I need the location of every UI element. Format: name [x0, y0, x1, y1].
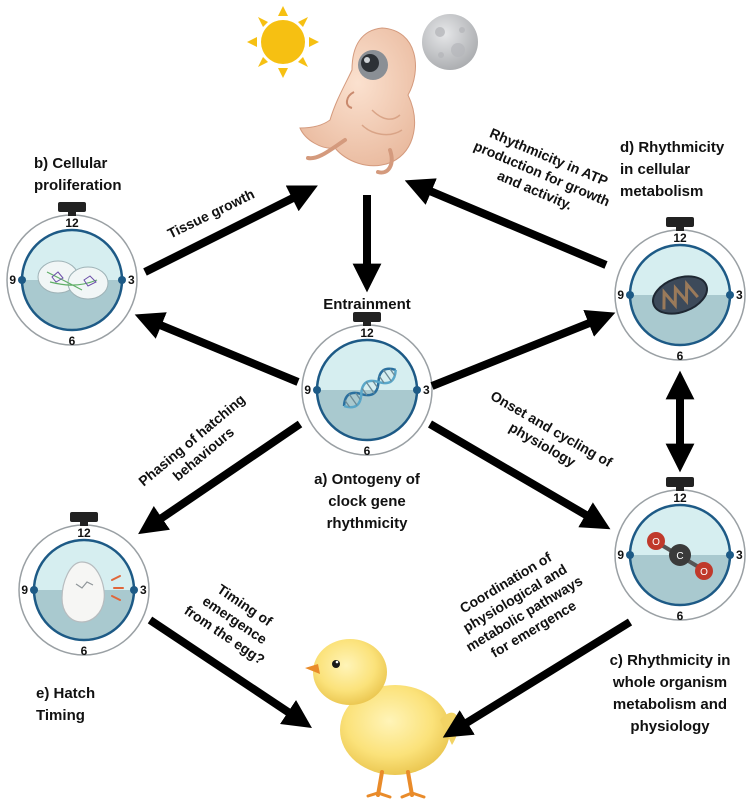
arrow-onset: [427, 420, 611, 530]
label-line: a) Ontogeny of: [314, 471, 421, 488]
clock-numeral-6: 6: [677, 349, 684, 363]
clock-numeral-3: 3: [736, 548, 743, 562]
label-onset: Onset and cycling of physiology: [488, 387, 616, 470]
clock-numeral-6: 6: [81, 644, 88, 658]
label-phasing: Phasing of hatching behaviours: [135, 391, 248, 489]
label-line: b) Cellular: [34, 155, 108, 172]
label-line: d) Rhythmicity: [620, 139, 725, 156]
clock-numeral-9: 9: [304, 383, 311, 397]
label-line: c) Rhythmicity in: [610, 652, 731, 669]
clock-numeral-12: 12: [77, 526, 91, 540]
clock-clock-gene-rhythmicity: 12 3 6 9: [301, 312, 433, 458]
arrow-coordination: [442, 618, 633, 738]
label-hatch-timing: e) Hatch Timing: [36, 685, 95, 724]
arrow-clock-to-metabolism: [430, 309, 616, 390]
label-cellular-metabolism: d) Rhythmicity in cellular metabolism: [620, 139, 725, 200]
svg-text:O: O: [700, 567, 708, 578]
label-line: whole organism: [612, 674, 727, 691]
clock-numeral-3: 3: [423, 383, 430, 397]
label-atp: Rhythmicity in ATP production for growth…: [472, 125, 613, 213]
clock-numeral-12: 12: [360, 326, 374, 340]
svg-text:C: C: [676, 551, 683, 562]
clock-hatch-timing: 12 3 6 9: [18, 512, 150, 658]
clock-cellular-proliferation: 12 3 6 9: [6, 202, 138, 348]
clock-numeral-6: 6: [677, 609, 684, 623]
arrow-timing: [147, 616, 312, 728]
label-entrainment: Entrainment: [323, 296, 411, 313]
label-clock-gene: a) Ontogeny of clock gene rhythmicity: [314, 471, 421, 532]
arrow-tissue-growth: [143, 185, 318, 276]
clock-numeral-12: 12: [673, 491, 687, 505]
label-line: in cellular: [620, 161, 690, 178]
clock-cellular-metabolism: 12 3 6 9: [614, 217, 746, 363]
clock-numeral-3: 3: [128, 273, 135, 287]
egg-icon: [61, 561, 124, 623]
label-tissue-growth: Tissue growth: [165, 186, 257, 242]
svg-text:O: O: [652, 537, 660, 548]
label-line: proliferation: [34, 177, 122, 194]
chick-embryo-illustration: [299, 27, 416, 175]
label-line: physiology: [630, 718, 710, 735]
label-cellular-proliferation: b) Cellular proliferation: [34, 155, 122, 194]
label-line: rhythmicity: [327, 515, 409, 532]
label-coordination: Coordination of physiological and metabo…: [457, 549, 586, 661]
label-line: metabolism: [620, 183, 703, 200]
co2-molecule-icon: O O C: [647, 532, 713, 580]
label-line: e) Hatch: [36, 685, 95, 702]
arrow-clock-to-proliferation: [134, 312, 300, 386]
clock-numeral-3: 3: [736, 288, 743, 302]
label-whole-organism: c) Rhythmicity in whole organism metabol…: [610, 652, 731, 735]
label-line: clock gene: [328, 493, 406, 510]
clock-numeral-9: 9: [21, 583, 28, 597]
clock-numeral-12: 12: [673, 231, 687, 245]
clock-numeral-6: 6: [69, 334, 76, 348]
clock-numeral-12: 12: [65, 216, 79, 230]
label-line: metabolism and: [613, 696, 727, 713]
label-line: Timing: [36, 707, 85, 724]
clock-numeral-9: 9: [9, 273, 16, 287]
arrow-phasing: [138, 420, 303, 535]
sun-icon: [247, 6, 319, 78]
dividing-cell-icon: [37, 260, 109, 300]
chick-illustration: [305, 639, 459, 799]
clock-numeral-9: 9: [617, 548, 624, 562]
clock-numeral-3: 3: [140, 583, 147, 597]
dna-icon: [342, 367, 397, 409]
moon-icon: [422, 14, 478, 70]
mitochondrion-icon: [652, 275, 708, 315]
clock-numeral-9: 9: [617, 288, 624, 302]
clock-whole-organism: 12 3 6 9 O O C: [614, 477, 746, 623]
arrow-atp: [404, 178, 608, 269]
clock-numeral-6: 6: [364, 444, 371, 458]
